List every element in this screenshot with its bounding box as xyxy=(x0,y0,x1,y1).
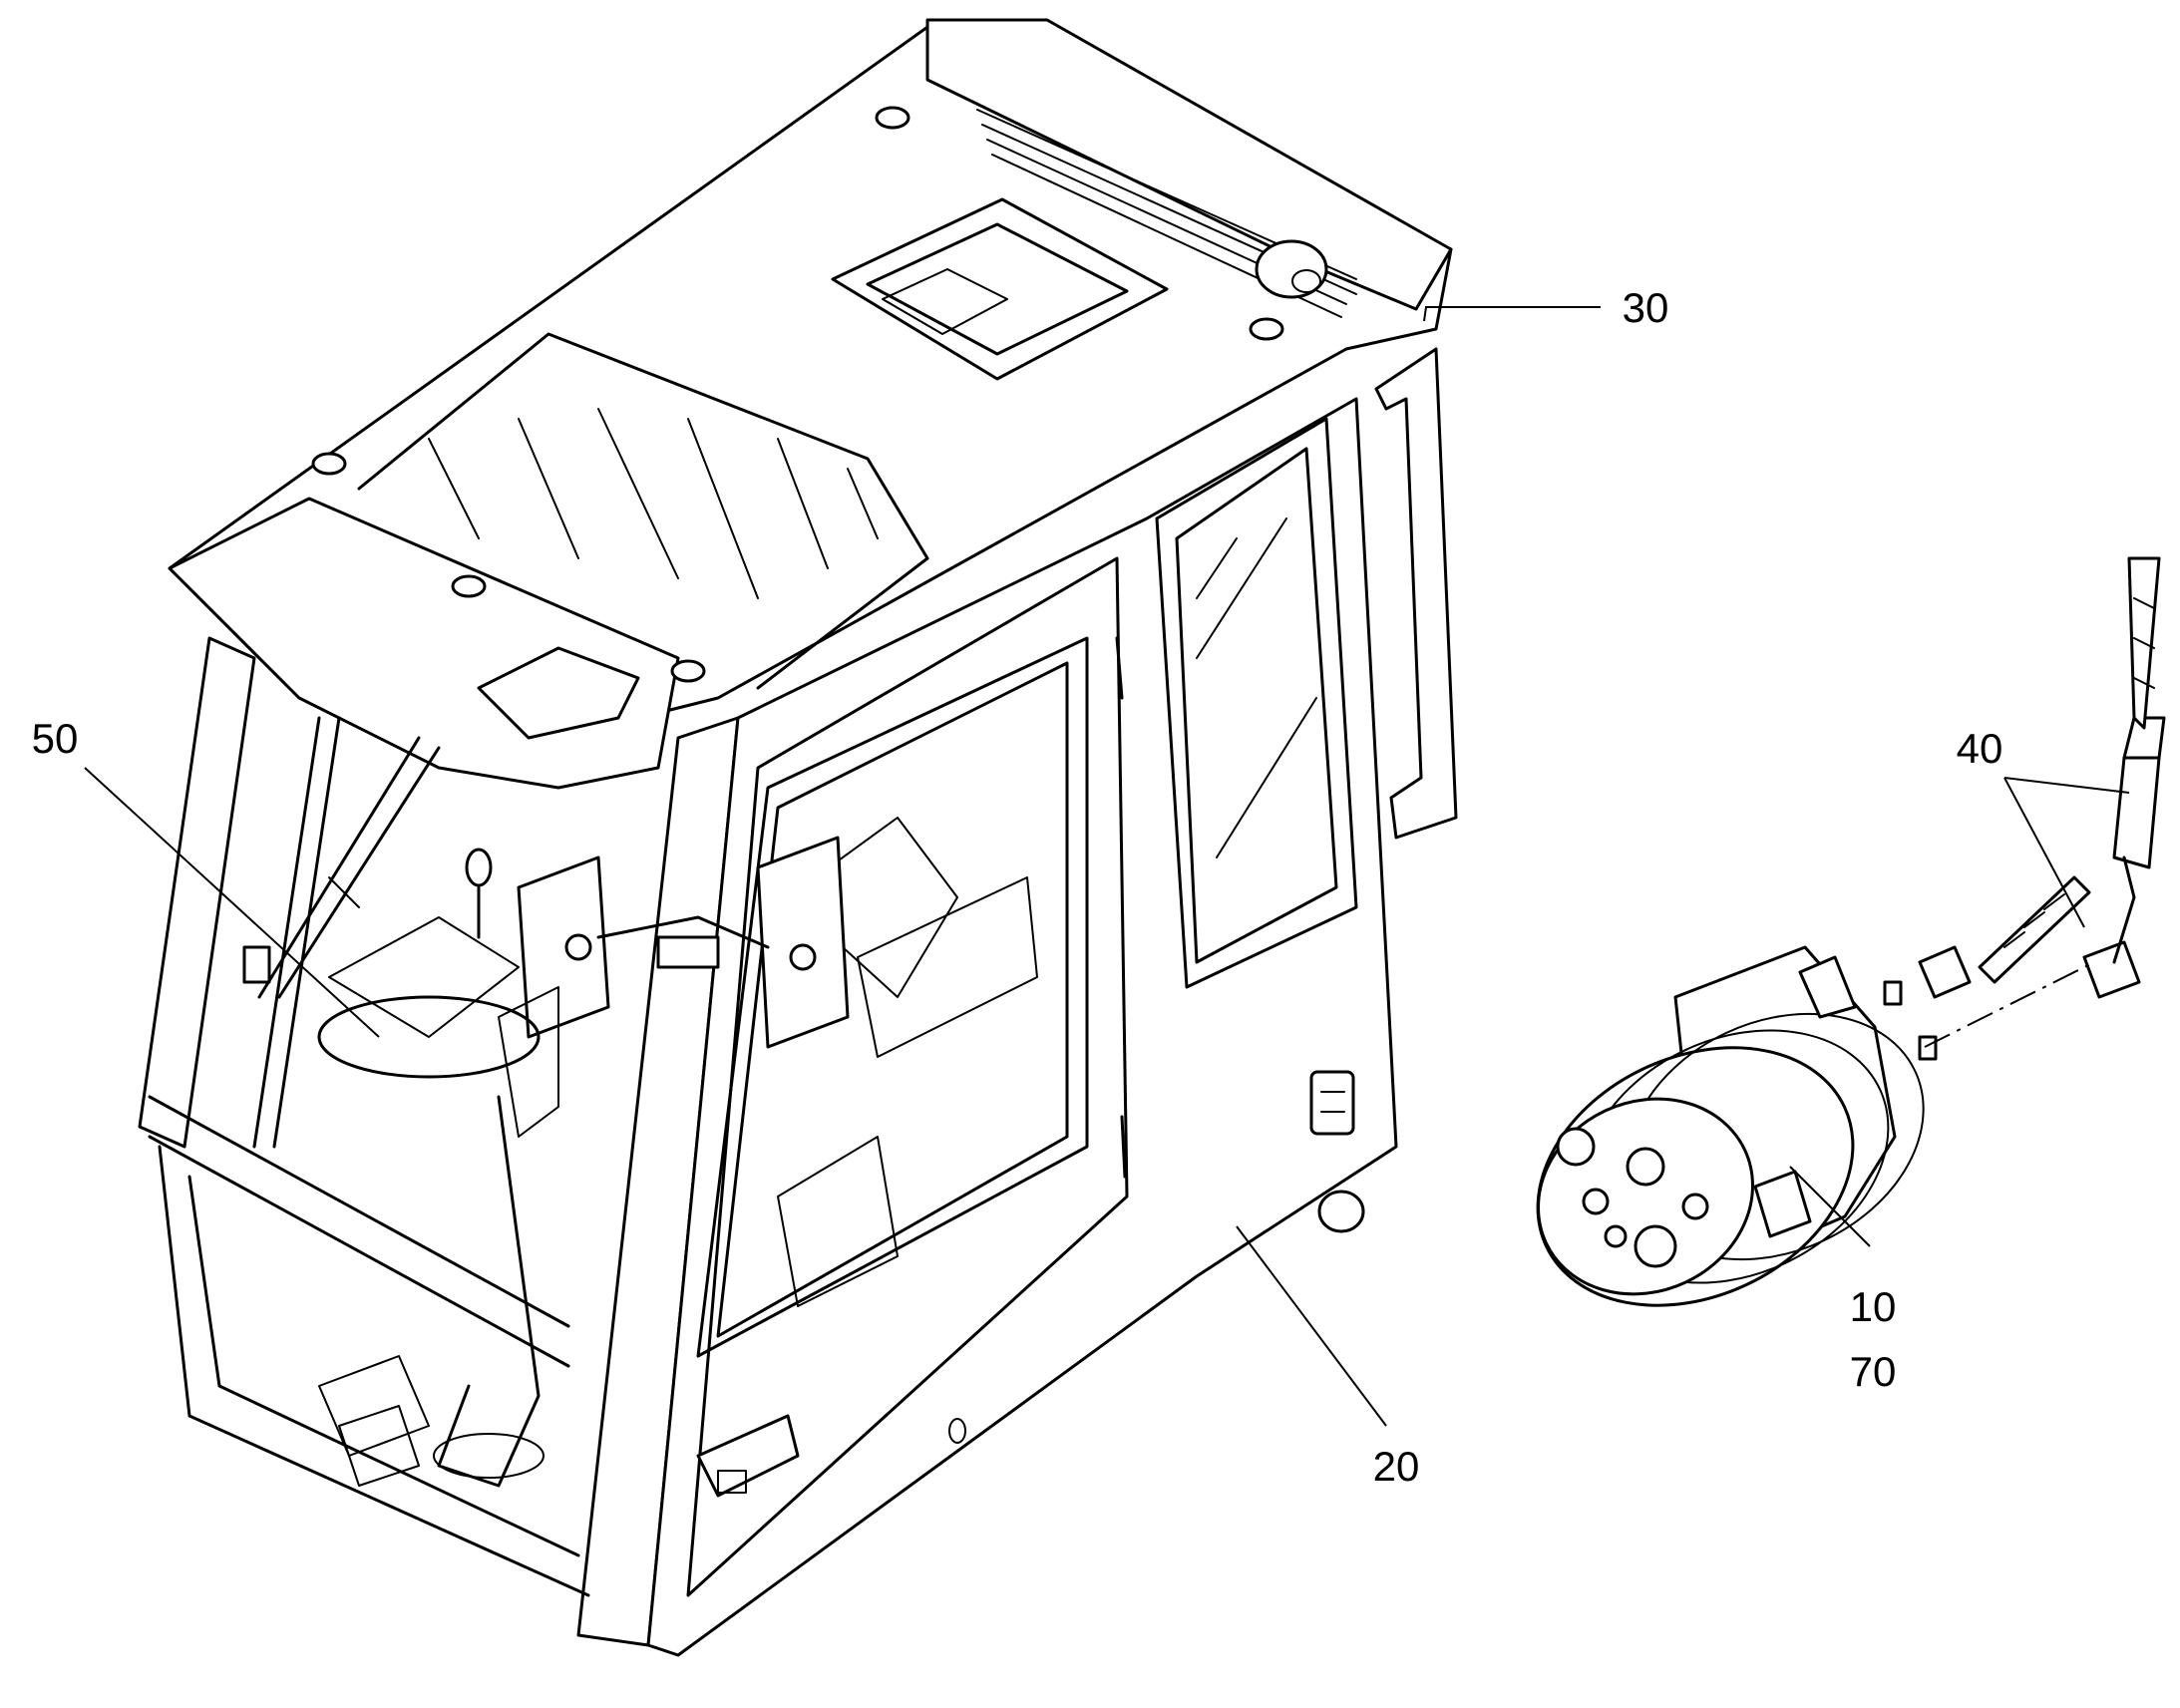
callout-20: 20 xyxy=(1373,1443,1420,1490)
leader-lines xyxy=(84,306,2130,1427)
callout-30: 30 xyxy=(1623,284,1669,331)
leader-50 xyxy=(84,767,380,1038)
callout-70: 70 xyxy=(1850,1348,1897,1395)
callout-40: 40 xyxy=(1957,725,2003,772)
leader-20 xyxy=(1236,1225,1387,1427)
callout-10: 10 xyxy=(1850,1283,1897,1330)
callout-50: 50 xyxy=(32,715,79,762)
leader-10 xyxy=(1789,1166,1871,1247)
leader-40b xyxy=(2003,777,2130,794)
cab-illustration xyxy=(138,18,1458,1657)
leader-30 xyxy=(1423,306,1601,322)
assembly-axis-line xyxy=(1924,961,2095,1048)
hose-illustration xyxy=(1918,556,2166,999)
leader-40a xyxy=(2003,777,2085,928)
compressor-illustration xyxy=(1536,945,1938,1307)
